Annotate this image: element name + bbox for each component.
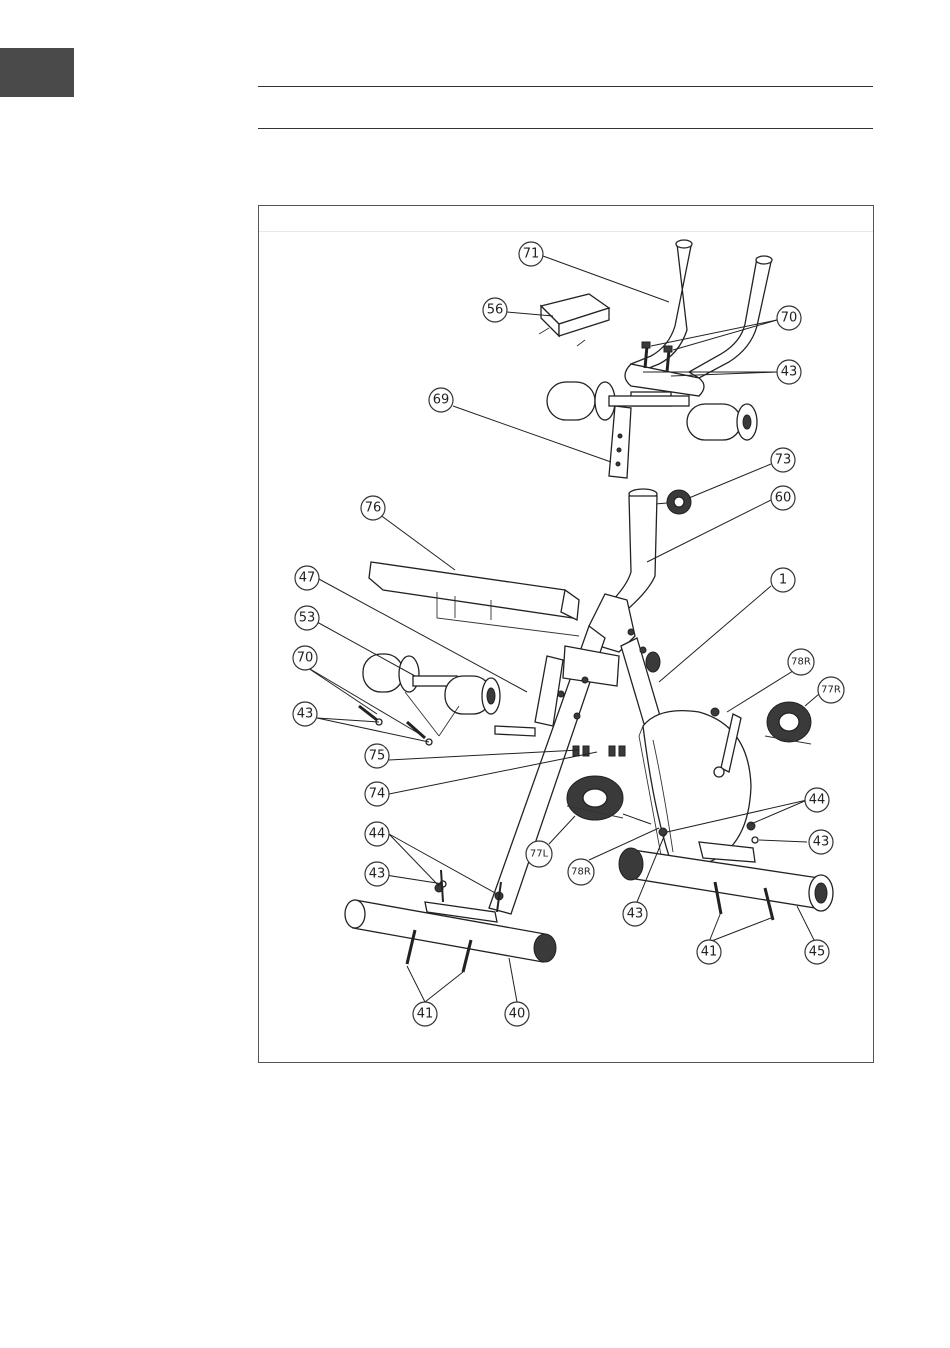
header-rule-bottom	[258, 128, 873, 129]
front-tube-60	[609, 489, 657, 608]
seat-76	[369, 562, 579, 636]
callout-78R-bottom: 78R	[568, 859, 594, 885]
exploded-view-frame: 71 56 70 43 69 73 60 76 47 1 53 78R 70 7…	[258, 205, 874, 1063]
callout-53: 53	[295, 606, 319, 630]
knob-73	[655, 490, 691, 514]
svg-text:44: 44	[369, 827, 386, 842]
svg-text:43: 43	[627, 907, 644, 922]
exploded-view-diagram: 71 56 70 43 69 73 60 76 47 1 53 78R 70 7…	[259, 206, 873, 1062]
svg-text:71: 71	[523, 247, 540, 262]
callout-1: 1	[771, 568, 795, 592]
svg-text:40: 40	[509, 1007, 526, 1022]
svg-text:43: 43	[781, 365, 798, 380]
callout-71: 71	[519, 242, 543, 266]
callout-41-right: 41	[697, 940, 721, 964]
callout-43-left: 43	[293, 702, 317, 726]
svg-text:43: 43	[369, 867, 386, 882]
svg-text:70: 70	[781, 311, 798, 326]
callout-47: 47	[295, 566, 319, 590]
svg-text:77R: 77R	[821, 685, 841, 696]
svg-text:70: 70	[297, 651, 314, 666]
callout-77R: 77R	[818, 677, 844, 703]
svg-text:73: 73	[775, 453, 792, 468]
svg-text:56: 56	[487, 303, 504, 318]
callout-41-left: 41	[413, 1002, 437, 1026]
callout-60: 60	[771, 486, 795, 510]
callout-78R-top: 78R	[788, 649, 814, 675]
console-bracket-56	[539, 294, 609, 346]
svg-text:60: 60	[775, 491, 792, 506]
callout-43-top: 43	[777, 360, 801, 384]
callout-69: 69	[429, 388, 453, 412]
callout-43-mid: 43	[623, 902, 647, 926]
callout-70-top: 70	[777, 306, 801, 330]
handlebar-71	[625, 240, 772, 406]
svg-text:47: 47	[299, 571, 316, 586]
svg-text:74: 74	[369, 787, 386, 802]
callout-74: 74	[365, 782, 389, 806]
callout-43-right: 43	[809, 830, 833, 854]
section-tab-marker	[0, 48, 74, 97]
callout-44-right: 44	[805, 788, 829, 812]
stem-69	[609, 406, 631, 478]
callout-70-left: 70	[293, 646, 317, 670]
svg-text:77L: 77L	[530, 849, 549, 860]
svg-text:1: 1	[779, 573, 787, 588]
callout-77L: 77L	[526, 841, 552, 867]
callout-73: 73	[771, 448, 795, 472]
seat-bolts-74-75	[573, 746, 625, 756]
callout-40: 40	[505, 1002, 529, 1026]
callout-45: 45	[805, 940, 829, 964]
svg-text:45: 45	[809, 945, 826, 960]
svg-text:78R: 78R	[571, 867, 591, 878]
front-foam-bar	[547, 382, 757, 440]
left-pedal-77L	[567, 776, 651, 824]
callout-75: 75	[365, 744, 389, 768]
svg-text:69: 69	[433, 393, 450, 408]
svg-text:43: 43	[813, 835, 830, 850]
svg-text:53: 53	[299, 611, 316, 626]
svg-text:43: 43	[297, 707, 314, 722]
callout-76: 76	[361, 496, 385, 520]
callout-43-lower-left: 43	[365, 862, 389, 886]
svg-text:78R: 78R	[791, 657, 811, 668]
seat-bolts	[359, 706, 432, 745]
header-rule-top	[258, 86, 873, 87]
svg-text:41: 41	[701, 945, 718, 960]
callout-44-left: 44	[365, 822, 389, 846]
svg-text:76: 76	[365, 501, 382, 516]
svg-text:41: 41	[417, 1007, 434, 1022]
svg-text:44: 44	[809, 793, 826, 808]
callout-56: 56	[483, 298, 507, 322]
svg-text:75: 75	[369, 749, 386, 764]
